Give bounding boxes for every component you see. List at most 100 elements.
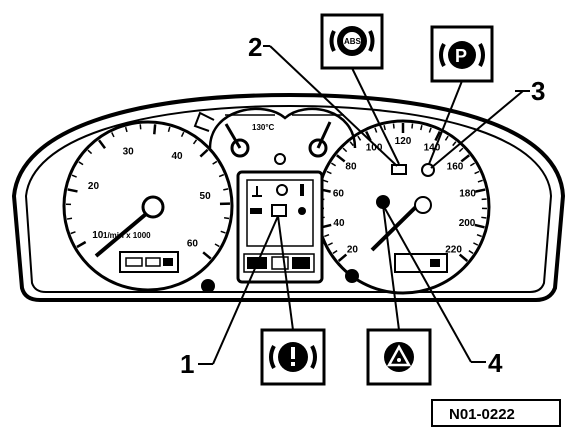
callout-number-2: 2 [248, 32, 262, 62]
trip-reset-knob [201, 279, 215, 293]
tacho-tick [76, 240, 87, 249]
speedo-tick [481, 216, 487, 219]
speedo-tick-label: 20 [347, 244, 359, 255]
speedo-tick [477, 179, 483, 183]
abs-warning-icon: ABS [329, 26, 375, 56]
callout-number-1: 1 [180, 349, 194, 379]
tacho-tick [67, 188, 78, 193]
speedo-tick [374, 127, 378, 133]
leader-lines [212, 45, 524, 365]
clock-adjust-knob [345, 269, 359, 283]
speedo-tick [474, 223, 485, 229]
hazard-warning-box [366, 328, 432, 386]
center-lamp [274, 153, 286, 165]
speedo-tick [411, 123, 414, 129]
tacho-tick [218, 173, 225, 178]
speedo-tick [332, 249, 338, 254]
speedo-tick [326, 170, 332, 175]
cluster-housing [11, 92, 566, 302]
speedo-tick [330, 162, 337, 167]
parking-brake-icon: P [439, 41, 485, 69]
tacho-tick [111, 132, 115, 138]
speedo-tick-label: 40 [333, 218, 345, 229]
tacho-tick [98, 139, 107, 149]
speedo-tick [327, 242, 333, 246]
speedo-tick-label: 100 [366, 143, 383, 154]
tacho-tick [66, 217, 73, 220]
tacho-tick-label: 20 [88, 181, 100, 192]
brake-warning-box [260, 328, 326, 386]
speedo-tick [420, 124, 423, 131]
tacho-tick [214, 243, 220, 248]
speedo-tick-label: 80 [345, 161, 357, 172]
brake-warning-icon [269, 342, 317, 372]
tacho-tick [223, 188, 229, 191]
speedo-tick [468, 249, 474, 254]
speedo-tick-label: 160 [447, 161, 464, 172]
speedo-tick [452, 141, 457, 147]
speedo-tick-label: 200 [459, 218, 476, 229]
parking-brake-box: P [430, 25, 494, 83]
tacho-tick [223, 216, 230, 220]
tacho-tick [192, 139, 198, 145]
tacho-tick [180, 131, 185, 138]
tacho-needle [94, 212, 148, 258]
speedo-tick [337, 253, 348, 262]
hazard-warning-triangle-icon [384, 342, 414, 372]
tacho-tick [124, 126, 128, 133]
svg-text:P: P [455, 46, 467, 66]
speedo-tick [476, 233, 482, 238]
speedo-tick-label: 220 [445, 244, 462, 255]
svg-text:ABS: ABS [344, 37, 362, 46]
tacho-needle-hub [141, 195, 165, 219]
abs-lamp [391, 164, 407, 175]
speedo-tick [336, 154, 346, 163]
tacho-tick-label: 40 [171, 151, 183, 162]
speedo-tick-label: 120 [395, 136, 412, 147]
tacho-lcd-window [119, 251, 179, 273]
speedo-tick-label: 180 [459, 188, 476, 199]
tacho-tick-label: 50 [200, 191, 212, 202]
auxiliary-gauges: 130°C [193, 107, 357, 165]
speedo-tick [444, 135, 449, 141]
temp-gauge-label: 130°C [252, 123, 275, 132]
tacho-tick [153, 124, 157, 135]
tacho-tick [220, 230, 226, 234]
tacho-tick [87, 149, 93, 155]
speedo-tick [323, 179, 329, 183]
tacho-tick-label: 10 [92, 230, 104, 241]
callout-number-4: 4 [488, 348, 503, 378]
speedo-tick [324, 233, 330, 238]
callout-number-3: 3 [531, 76, 545, 106]
tacho-tick [167, 126, 171, 132]
tacho-tick [70, 231, 76, 235]
speedo-tick [474, 170, 480, 175]
speedo-tick [469, 162, 476, 167]
speedo-needle-hub [376, 195, 390, 209]
speedo-tick [357, 135, 362, 141]
speedo-tick [475, 188, 486, 193]
speedo-tick [392, 123, 395, 129]
reference-code-box [431, 399, 561, 427]
speedo-tick [458, 253, 469, 262]
tacho-tick [202, 251, 212, 260]
tacho-tick [78, 161, 84, 166]
tacho-tick [71, 174, 77, 178]
reference-code: N01-0222 [449, 406, 515, 423]
tacho-unit-label: 1/min x 1000 [103, 231, 151, 240]
tacho-tick [212, 160, 218, 165]
speedo-tick-label: 140 [424, 143, 441, 154]
tachometer: 10 20 30 40 50 60 1/min x 1000 [62, 120, 234, 292]
tacho-tick-label: 30 [123, 146, 135, 157]
abs-warning-box: ABS [320, 13, 384, 70]
speedo-tick [342, 147, 348, 153]
speedo-tick [349, 141, 354, 147]
tacho-tick-label: 60 [187, 238, 199, 249]
speedo-tick [428, 127, 432, 133]
speedo-tick [460, 154, 470, 163]
tacho-tick [199, 148, 209, 158]
speedo-tick [434, 130, 441, 142]
speedo-tick [458, 147, 464, 153]
